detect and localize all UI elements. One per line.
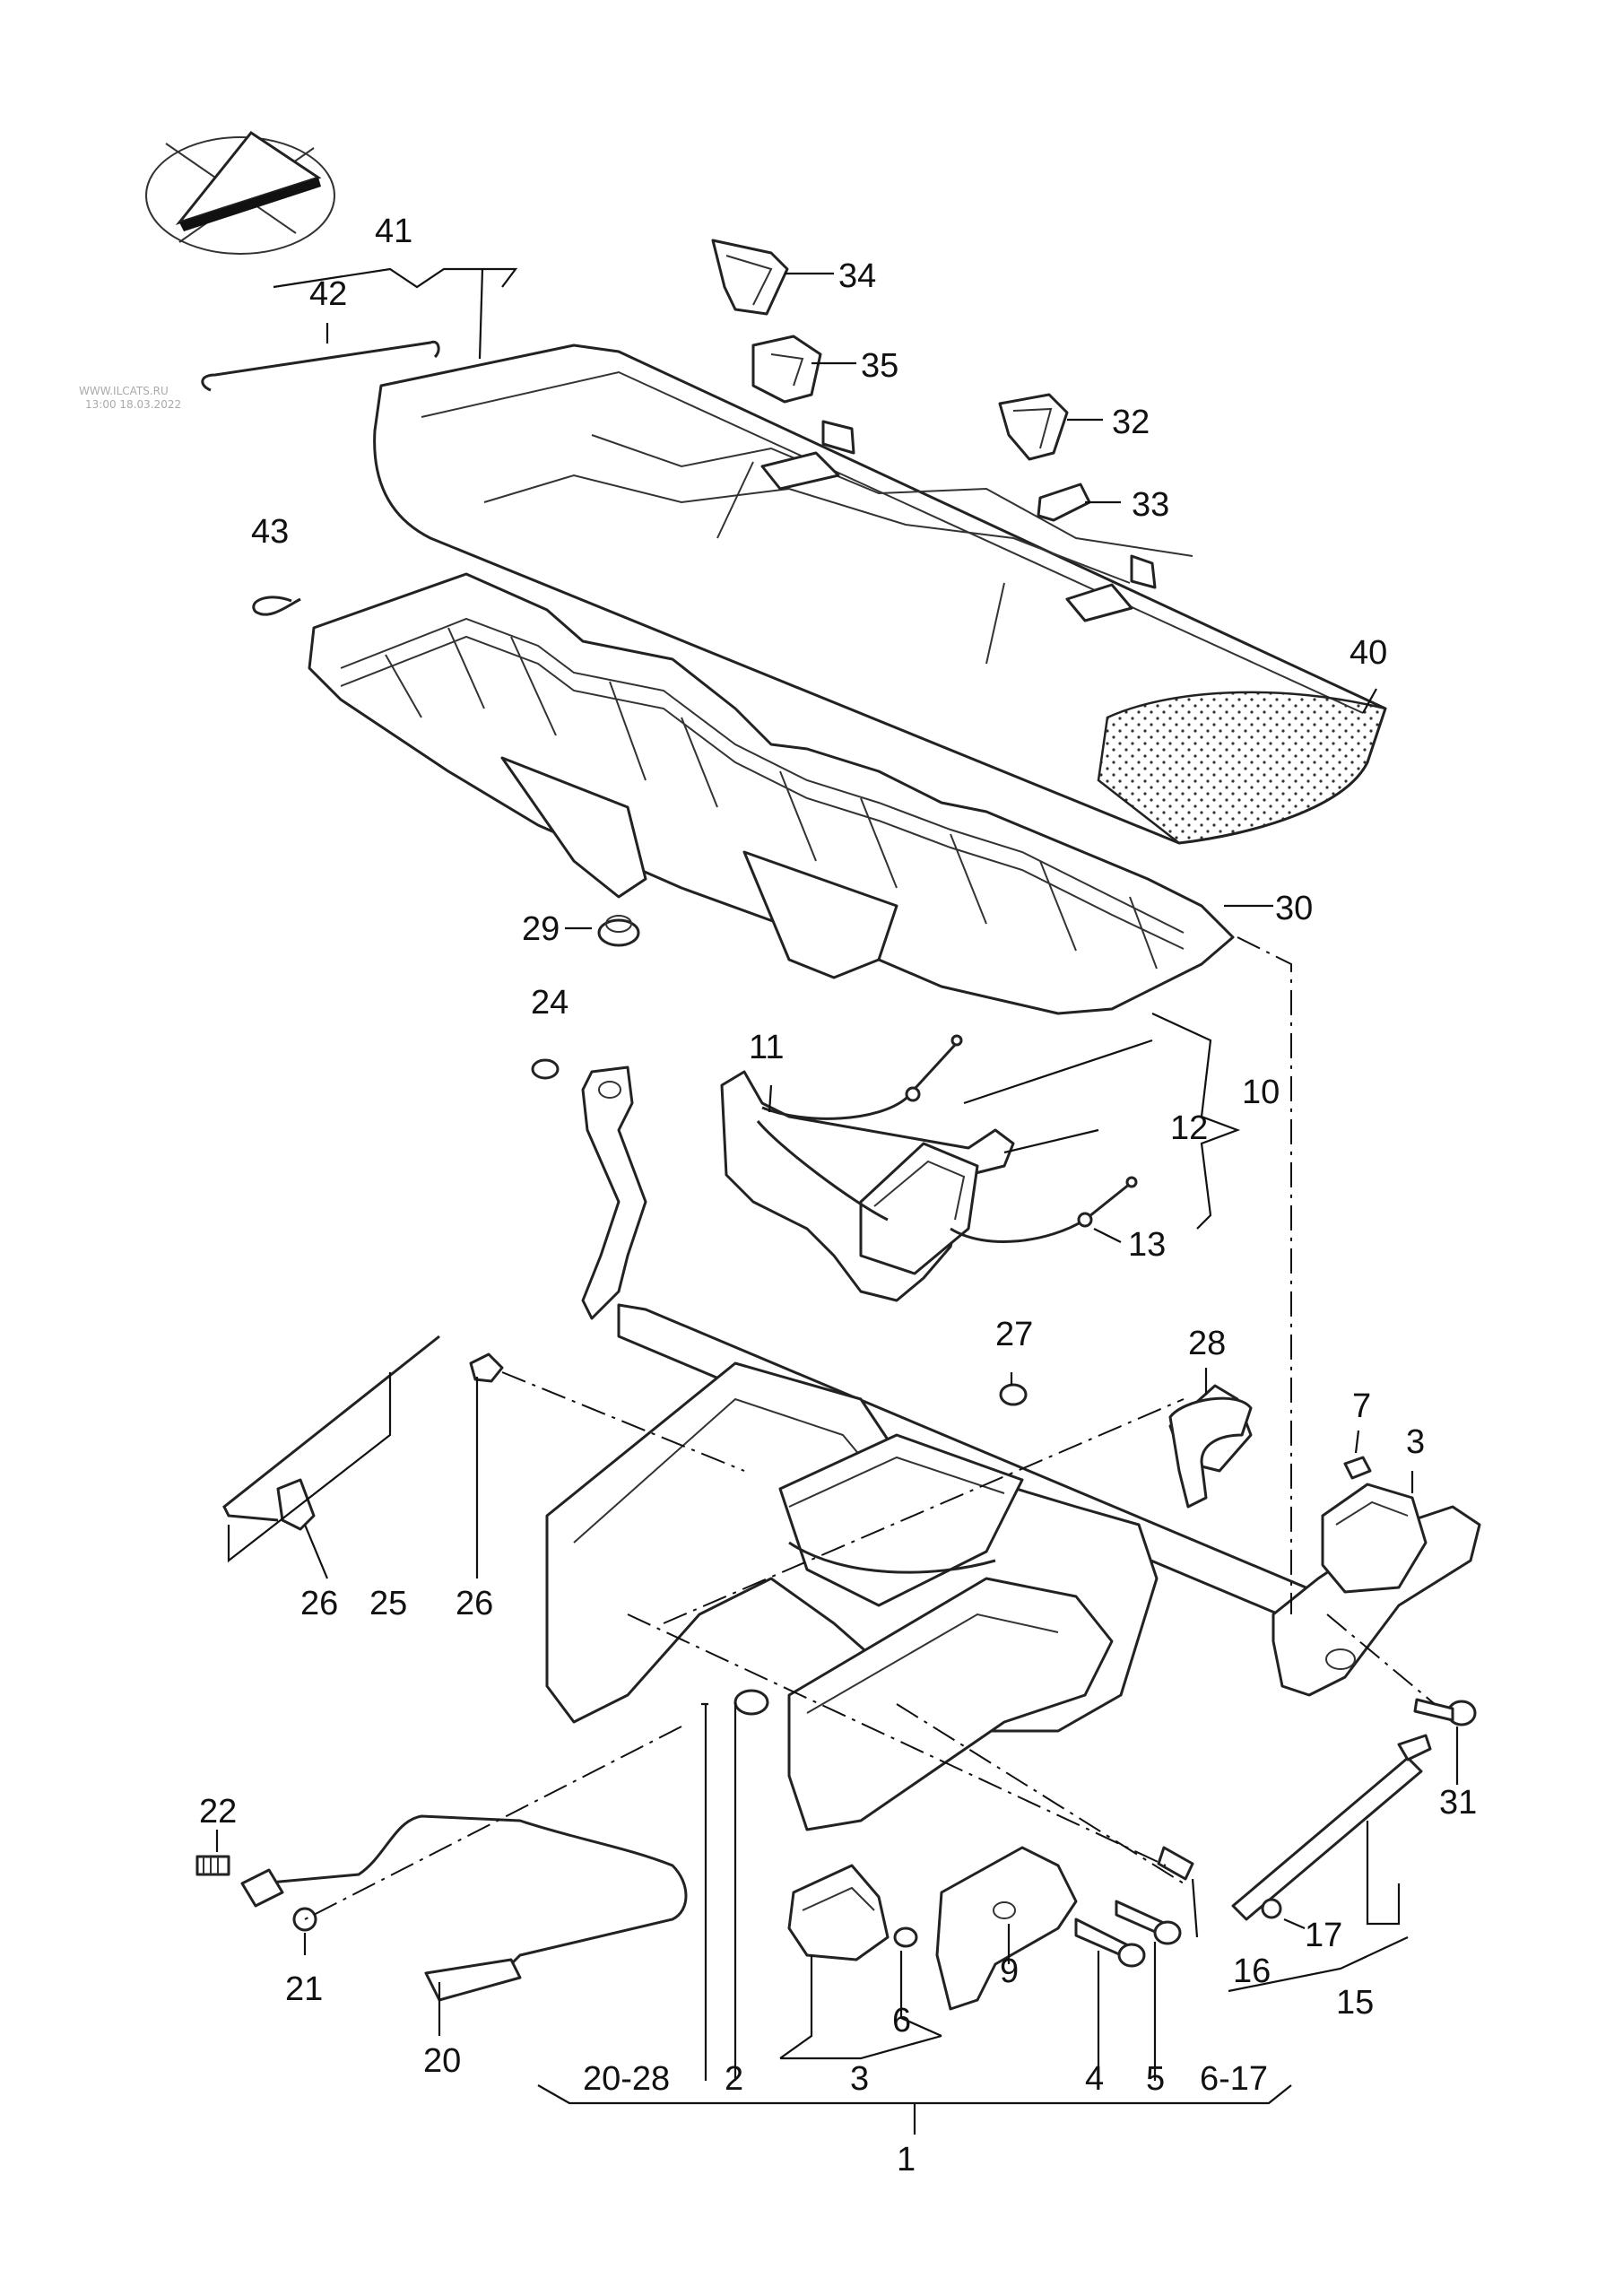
part-33	[1037, 483, 1091, 522]
rod-42	[201, 340, 440, 392]
gas-strut-15	[1231, 1734, 1432, 1921]
callout-40: 40	[1350, 634, 1387, 672]
watermark-line1: WWW.ILCATS.RU	[79, 385, 169, 397]
strap-28	[1168, 1396, 1253, 1509]
callout-10: 10	[1242, 1074, 1280, 1111]
orientation-symbol-icon	[145, 130, 335, 255]
callout-34: 34	[838, 257, 876, 295]
clip-43	[252, 596, 301, 616]
callout-29: 29	[522, 910, 560, 948]
bracket-3-right	[1321, 1483, 1428, 1594]
callout-4: 4	[1085, 2060, 1104, 2098]
callout-27: 27	[995, 1316, 1033, 1353]
callout-31: 31	[1439, 1784, 1477, 1822]
callout-9: 9	[1000, 1952, 1019, 1990]
callout-11: 11	[749, 1029, 784, 1066]
watermark-line2: 13:00 18.03.2022	[85, 398, 181, 411]
callout-25: 25	[369, 1585, 407, 1622]
callout-7: 7	[1352, 1387, 1371, 1425]
callout-3-right: 3	[1406, 1423, 1425, 1461]
lever-20	[424, 1958, 522, 2002]
callout-3-lower: 3	[850, 2060, 869, 2098]
callout-2: 2	[725, 2060, 743, 2098]
nut-29	[597, 915, 640, 947]
rod-20	[259, 1814, 688, 1984]
callout-20-28: 20-28	[583, 2060, 670, 2098]
release-handle-assembly	[720, 1034, 1138, 1302]
callout-24: 24	[531, 984, 568, 1022]
pin-16	[1157, 1846, 1194, 1881]
callout-20: 20	[423, 2042, 461, 2080]
bracket-9	[935, 1846, 1078, 2011]
callout-43: 43	[251, 513, 289, 551]
callout-42: 42	[309, 275, 347, 313]
cap-6	[893, 1926, 918, 1948]
callout-33: 33	[1132, 486, 1169, 524]
seat-frame-tray	[308, 572, 1235, 1015]
callout-30: 30	[1275, 890, 1313, 927]
callout-labels: 1 2 3 3 4 5 6 6-17 7 9 10 11 12 13 15 16…	[199, 213, 1477, 2179]
callout-12: 12	[1170, 1109, 1208, 1147]
callout-28: 28	[1188, 1325, 1226, 1362]
watermark: WWW.ILCATS.RU 13:00 18.03.2022	[79, 385, 181, 411]
part-32	[998, 393, 1069, 461]
washer-24	[531, 1058, 560, 1080]
assembly-lines	[304, 936, 1436, 1920]
frame-lever-arm	[581, 1065, 647, 1320]
callout-22: 22	[199, 1793, 237, 1831]
callout-41: 41	[375, 213, 412, 250]
clip-26-right	[469, 1352, 504, 1383]
callout-15: 15	[1336, 1984, 1374, 2022]
callout-26-right: 26	[456, 1585, 493, 1622]
callout-6: 6	[892, 2002, 911, 2039]
part-35	[751, 335, 822, 404]
callout-17: 17	[1305, 1917, 1342, 1954]
callout-32: 32	[1112, 404, 1150, 441]
clip-17	[1261, 1898, 1282, 1919]
rod-25	[222, 1335, 440, 1522]
callout-13: 13	[1128, 1226, 1166, 1264]
bolt-31	[1413, 1698, 1477, 1726]
callout-16: 16	[1233, 1952, 1271, 1990]
callout-26-left: 26	[300, 1585, 338, 1622]
clip-26-left	[276, 1478, 316, 1531]
nut-27	[999, 1383, 1028, 1406]
leader-lines	[215, 267, 1459, 2135]
bracket-20-end	[240, 1868, 284, 1908]
callout-5: 5	[1146, 2060, 1165, 2098]
nut-2	[733, 1689, 769, 1716]
callout-35: 35	[861, 347, 898, 385]
spring-22	[195, 1855, 230, 1876]
part-7	[1343, 1456, 1372, 1480]
bracket-3-lower	[787, 1864, 890, 1961]
bolt-4	[1074, 1918, 1146, 1968]
callout-1: 1	[897, 2141, 916, 2179]
seat-cushion-40	[373, 344, 1387, 845]
bolt-5	[1115, 1900, 1182, 1945]
callout-6-17: 6-17	[1200, 2060, 1268, 2098]
callout-21: 21	[285, 1970, 323, 2008]
part-34	[711, 239, 789, 316]
